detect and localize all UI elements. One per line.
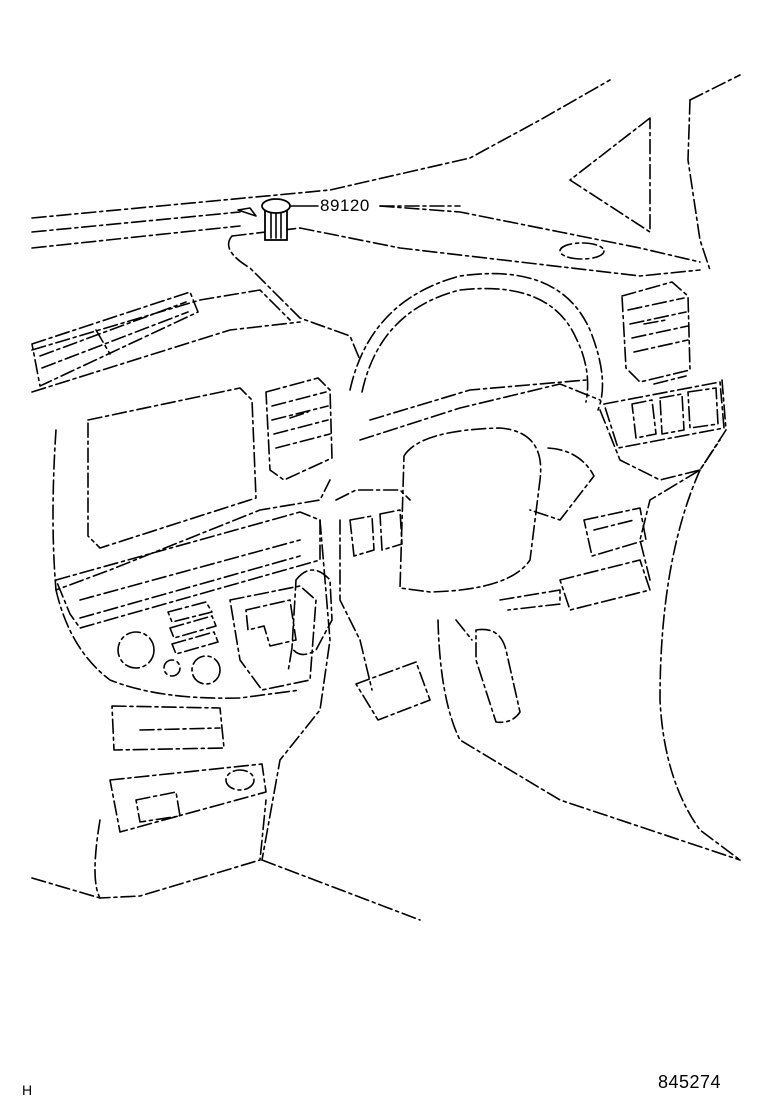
gear-shifter [229,569,333,691]
display-screen [52,387,331,591]
center-dash-panel [31,235,361,393]
center-air-vent [265,377,333,481]
right-air-vent [621,281,691,385]
right-switch-panel [599,381,725,481]
sheet-code-right: 845274 [658,1072,722,1092]
dashboard-top [231,205,701,277]
part-label-89120: 89120 [320,196,370,215]
windshield-outline [31,74,741,271]
floor-outline [31,619,741,921]
pedals [355,619,521,724]
sheet-code-left: H [22,1082,33,1098]
lower-console [94,519,331,899]
lower-right-dash [499,379,741,861]
column-switches [335,489,411,641]
leader-line [237,205,319,217]
part-89120-sensor [261,198,291,241]
steering-wheel [349,272,604,593]
center-console [55,511,321,699]
left-air-vent [31,291,199,387]
